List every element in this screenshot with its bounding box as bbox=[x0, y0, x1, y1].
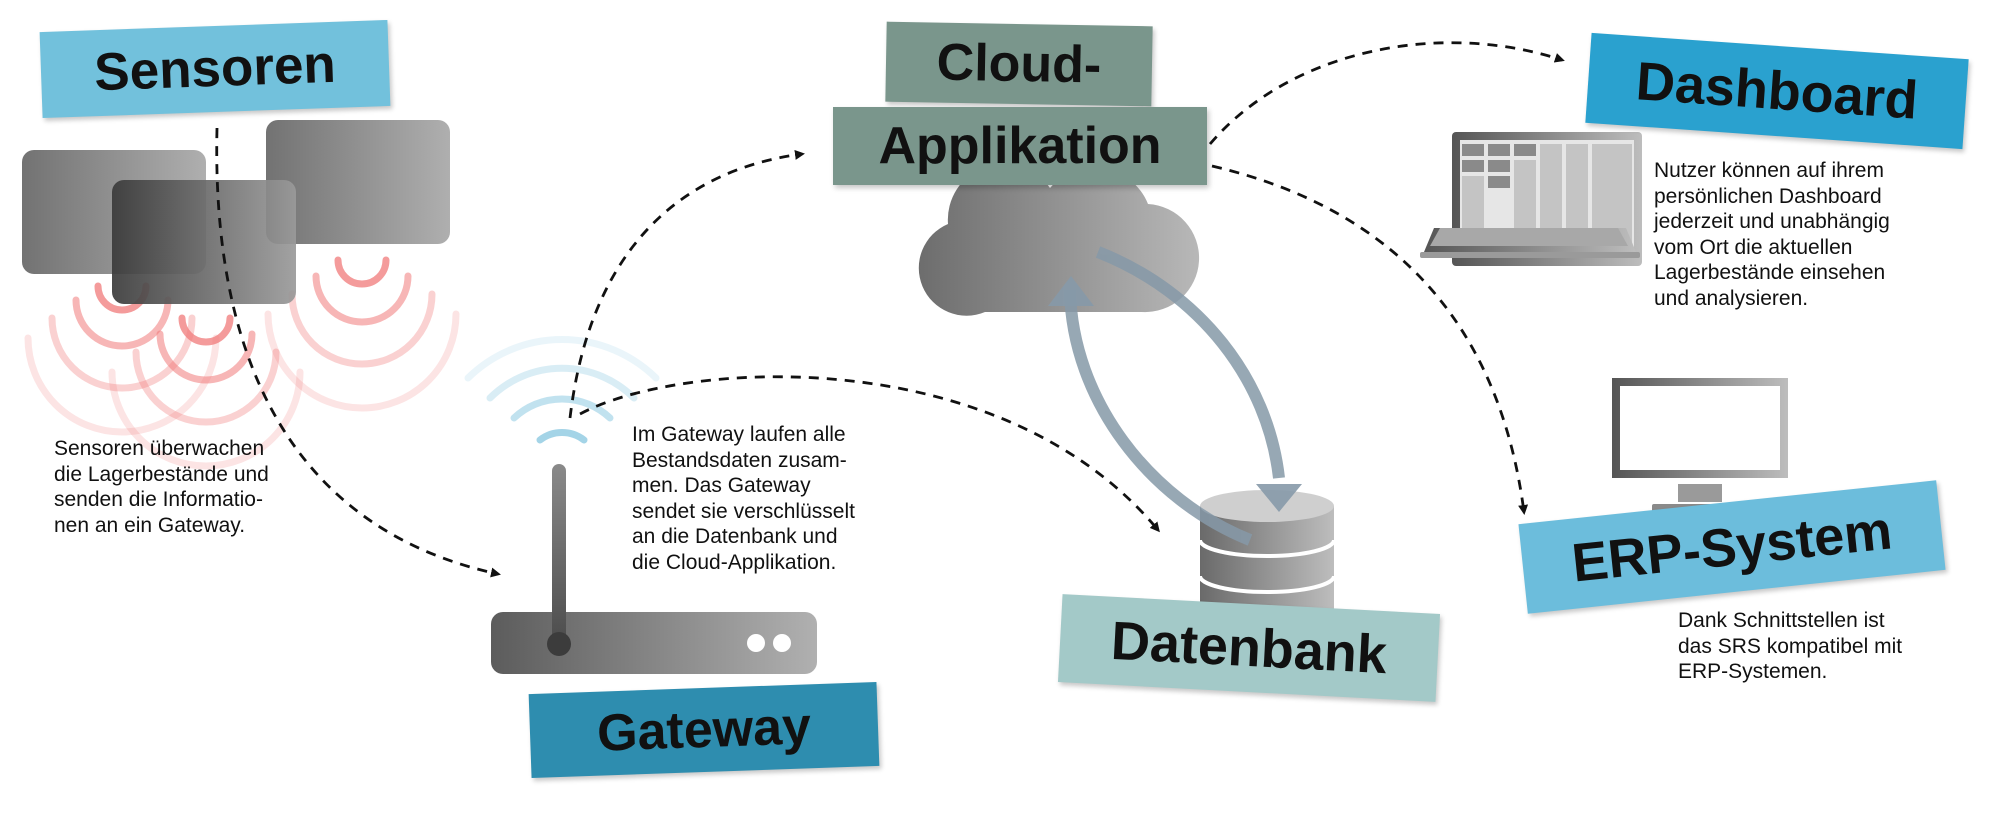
router-icon bbox=[491, 464, 817, 674]
wifi-icon bbox=[464, 336, 660, 444]
gateway-label: Gateway bbox=[528, 681, 880, 779]
sync-arrows bbox=[1064, 246, 1285, 546]
arrow-gateway-cloud bbox=[568, 149, 805, 419]
cloud-label-line1: Cloud- bbox=[885, 21, 1153, 107]
arrow-gateway-datenbank bbox=[579, 375, 1160, 533]
sync-arrowheads bbox=[1048, 276, 1302, 512]
laptop-icon bbox=[1420, 132, 1642, 266]
cloud-label-line2: Applikation bbox=[833, 107, 1207, 185]
cloud-icon bbox=[918, 163, 1200, 316]
arrow-sensoren-gateway bbox=[215, 127, 501, 578]
arrow-cloud-dashboard bbox=[1208, 41, 1565, 145]
erp-description: Dank Schnittstellen ist das SRS kompatib… bbox=[1678, 609, 1903, 683]
sensoren-description: Sensoren überwachen die Lagerbestände un… bbox=[54, 437, 269, 537]
sensor-icon bbox=[22, 120, 450, 304]
arrow-cloud-erp bbox=[1211, 164, 1529, 515]
sensor-signal-icon bbox=[24, 256, 460, 470]
monitor-icon bbox=[1612, 378, 1788, 512]
sensoren-label: Sensoren bbox=[39, 19, 391, 119]
gateway-description: Im Gateway laufen alle Bestandsdaten zus… bbox=[632, 423, 855, 574]
dashboard-description: Nutzer können auf ihrem persönlichen Das… bbox=[1654, 159, 1890, 310]
flow-arrows bbox=[215, 41, 1565, 578]
